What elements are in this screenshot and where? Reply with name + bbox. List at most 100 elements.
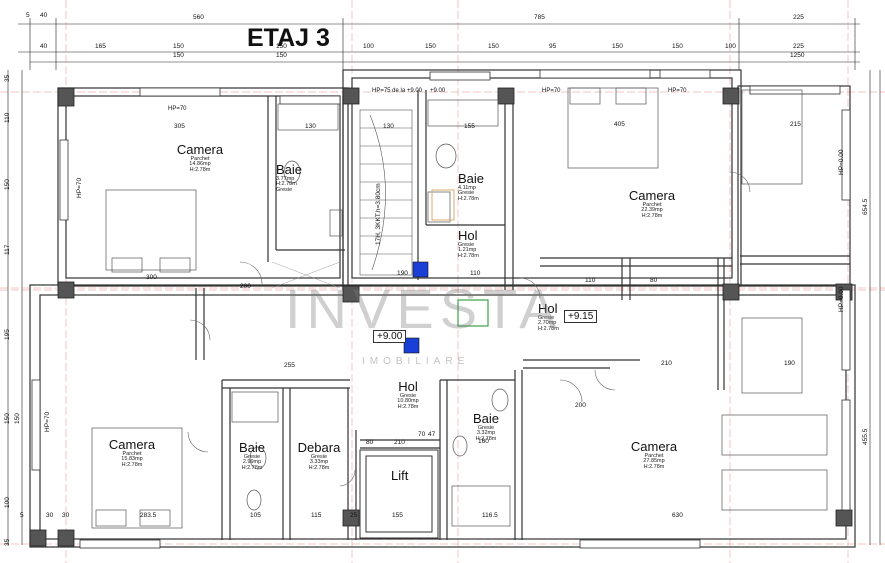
- dim-215: 215: [790, 121, 801, 128]
- top-dim-150a: 150: [173, 43, 184, 50]
- dim-110b: 110: [585, 277, 596, 284]
- orange-hatch: [431, 189, 455, 221]
- top-dim-150h: 150: [276, 52, 287, 59]
- room-finish: Parchet: [642, 201, 662, 208]
- top-dim-100a: 100: [363, 43, 374, 50]
- room-hol-1: Hol Gresie 1.21mp H:2.78m: [458, 229, 498, 260]
- dim-2835: 283.5: [140, 512, 157, 519]
- hp-mark-stair: HP=75 de la +9.00: [372, 88, 423, 94]
- room-hol-3: Hol Gresie 10.80mp H:2.78m: [386, 380, 430, 411]
- room-area: 27.85mp: [643, 458, 665, 465]
- dim-190b: 190: [784, 360, 795, 367]
- room-name: Camera: [628, 188, 676, 203]
- room-area: 10.80mp: [397, 398, 419, 405]
- room-baie-4: Baie Gresie 3.32mp H:2.78m: [466, 412, 506, 443]
- top-dim-40b: 40: [40, 43, 48, 50]
- dim-70a: 70: [418, 431, 426, 438]
- dim-105: 105: [250, 512, 261, 519]
- top-dim-150g: 150: [173, 52, 184, 59]
- room-name: Camera: [108, 437, 156, 452]
- room-camera-1: Camera Parchet 14.86mp H:2.78m: [168, 143, 232, 174]
- top-dim-5: 5: [26, 12, 30, 19]
- room-area: 22.39mp: [641, 207, 663, 214]
- room-finish: Parchet: [644, 452, 664, 459]
- room-name: Camera: [176, 142, 224, 157]
- room-height: H:2.78m: [308, 465, 330, 472]
- dim-160: 160: [478, 438, 489, 445]
- room-finish: Gresie: [477, 424, 495, 431]
- room-camera-3: Camera Parchet 15.83mp H:2.78m: [100, 438, 164, 469]
- hp-mark-right2: HP=0.00: [838, 286, 845, 312]
- room-baie-3: Baie Gresie 2.99mp H:2.78m: [232, 441, 272, 472]
- room-name: Hol: [398, 379, 418, 394]
- room-finish: Gresie: [458, 190, 475, 197]
- room-baie-2: Baie 4.11mp Gresie H:2.78m: [458, 172, 498, 203]
- top-dim-785: 785: [534, 14, 545, 21]
- top-dim-150f: 150: [672, 43, 683, 50]
- dim-25: 25: [350, 512, 358, 519]
- left-dim-150b: 150: [4, 413, 11, 424]
- dim-110a: 110: [470, 270, 481, 277]
- top-dim-150e: 150: [612, 43, 623, 50]
- left-dim-195: 195: [4, 329, 11, 340]
- level-right: +9.15: [564, 310, 598, 323]
- room-name: Debara: [297, 440, 341, 455]
- dim-190a: 190: [397, 270, 408, 277]
- room-area: 1.21mp: [458, 247, 477, 254]
- room-name: Baie: [238, 440, 266, 455]
- room-name: Baie: [458, 171, 485, 186]
- hp-mark-right1: HP=0.00: [838, 149, 845, 175]
- floor-title: ETAJ 3: [247, 24, 330, 52]
- top-dim-95: 95: [549, 43, 557, 50]
- hp-mark-left1: HP=70: [76, 177, 83, 198]
- dim-210a: 210: [661, 360, 672, 367]
- room-area: 15.83mp: [121, 456, 143, 463]
- room-finish: Gresie: [310, 453, 328, 460]
- room-area: 4.11mp: [458, 184, 476, 191]
- right-dim-6545: 654.5: [862, 198, 869, 215]
- vent-marker-mid: [403, 337, 420, 354]
- room-area: 3.77mp: [276, 175, 295, 182]
- right-dim-4555: 455.5: [862, 428, 869, 445]
- left-dim-110: 110: [4, 112, 11, 123]
- room-name: Baie: [276, 162, 303, 177]
- bathroom-fixtures: [231, 99, 511, 527]
- dim-155: 155: [464, 123, 475, 130]
- dim-1165: 116.5: [482, 512, 498, 519]
- top-dim-225a: 225: [793, 14, 804, 21]
- room-name: Hol: [458, 228, 478, 243]
- room-area: 2.99mp: [242, 459, 262, 466]
- room-height: H:2.78m: [241, 465, 263, 472]
- room-area: 14.86mp: [189, 161, 211, 168]
- room-hol-2: Hol Gresie 2.70mp H:2.78m: [538, 302, 578, 333]
- top-dim-225b: 225: [793, 43, 804, 50]
- dim-130b: 130: [383, 123, 394, 130]
- dim-300: 300: [146, 274, 157, 281]
- dim-200: 200: [240, 283, 251, 290]
- top-dimension-lines: [18, 18, 860, 70]
- dim-130a: 130: [305, 123, 316, 130]
- stairs: [359, 109, 413, 276]
- left-dim-117: 117: [4, 244, 11, 255]
- dim-47: 47: [428, 431, 436, 438]
- dim-30b: 30: [62, 512, 70, 519]
- hp-mark-left2: HP=70: [44, 411, 51, 432]
- room-height: H:2.78m: [538, 326, 559, 333]
- dim-200b: 200: [575, 402, 586, 409]
- room-name: Camera: [630, 439, 678, 454]
- room-lift: Lift: [391, 468, 409, 483]
- room-finish: Gresie: [276, 187, 293, 194]
- room-finish: Parchet: [190, 155, 210, 162]
- room-height: H:2.78m: [643, 464, 665, 471]
- partitions: [195, 90, 850, 540]
- top-dim-165: 165: [95, 43, 106, 50]
- vent-marker-top: [412, 261, 429, 278]
- room-area: 3.33mp: [309, 459, 329, 466]
- room-height: H:2.78m: [458, 253, 479, 260]
- top-dim-150d: 150: [488, 43, 499, 50]
- top-dim-100b: 100: [725, 43, 736, 50]
- room-area: 3.32mp: [476, 430, 496, 437]
- shaft-marker-green: [457, 299, 489, 327]
- room-finish: Gresie: [243, 453, 261, 460]
- top-dim-40a: 40: [40, 12, 48, 19]
